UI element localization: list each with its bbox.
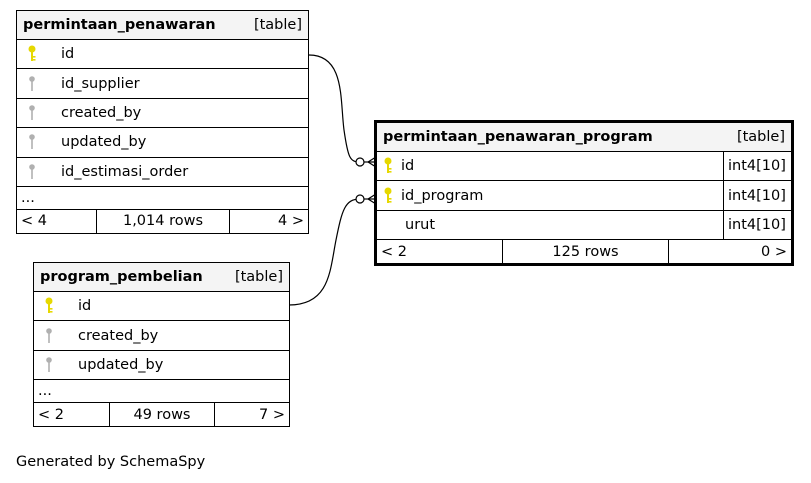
key-icon [46, 327, 52, 343]
key-icon [29, 134, 35, 150]
column-row[interactable]: id_supplier [17, 69, 308, 99]
children-count[interactable]: 7 > [259, 406, 285, 423]
column-name: updated_by [78, 356, 164, 373]
column-name: id [61, 46, 75, 63]
key-icon [29, 163, 35, 179]
children-count[interactable]: 4 > [278, 213, 304, 230]
row-count: 49 rows [110, 403, 215, 427]
column-name: id_supplier [61, 75, 140, 92]
column-row[interactable]: id_estimasi_order [17, 158, 308, 187]
column-name: urut [405, 216, 436, 233]
column-row[interactable]: id int4[10] [377, 152, 791, 182]
column-row[interactable]: id [34, 292, 289, 322]
key-icon [384, 157, 392, 174]
table-header: permintaan_penawaran_program [table] [377, 123, 791, 152]
table-name: permintaan_penawaran_program [383, 129, 653, 145]
column-name: id_estimasi_order [61, 163, 189, 180]
row-count: 125 rows [503, 240, 669, 264]
table-header: permintaan_penawaran [table] [17, 11, 308, 40]
column-row[interactable]: updated_by [17, 128, 308, 158]
table-footer: < 2 125 rows 0 > [377, 240, 791, 264]
children-count[interactable]: 0 > [761, 243, 787, 260]
column-type: int4[10] [723, 152, 791, 181]
table-footer: < 2 49 rows 7 > [34, 403, 289, 427]
table-header: program_pembelian [table] [34, 263, 289, 292]
key-icon [384, 187, 392, 203]
column-name: created_by [78, 327, 159, 344]
column-row[interactable]: updated_by [34, 351, 289, 381]
column-name: created_by [61, 104, 142, 121]
key-icon [45, 297, 53, 314]
generated-by-text: Generated by SchemaSpy [16, 454, 206, 470]
column-type: int4[10] [723, 181, 791, 210]
crow-foot-1 [355, 156, 377, 168]
column-name: id [401, 158, 415, 175]
table-tag: [table] [253, 17, 302, 33]
column-name: id [78, 298, 92, 315]
parents-count[interactable]: < 4 [17, 209, 97, 233]
relation-line-penawaran-id [308, 54, 361, 163]
column-row[interactable]: urut int4[10] [377, 210, 791, 241]
column-name: updated_by [61, 134, 147, 151]
key-icon [28, 45, 36, 62]
parents-count[interactable]: < 2 [34, 403, 110, 427]
table-permintaan-penawaran-program[interactable]: permintaan_penawaran_program [table] id … [374, 120, 794, 267]
column-row[interactable]: id_program int4[10] [377, 181, 791, 211]
column-row[interactable]: created_by [17, 99, 308, 129]
table-program-pembelian[interactable]: program_pembelian [table] id created_by … [33, 262, 290, 428]
more-columns: ... [17, 187, 308, 210]
table-tag: [table] [736, 129, 785, 145]
table-name: permintaan_penawaran [23, 17, 216, 33]
parents-count[interactable]: < 2 [377, 240, 503, 264]
column-row[interactable]: id [17, 40, 308, 70]
key-icon [29, 105, 35, 120]
row-count: 1,014 rows [97, 209, 230, 233]
crow-foot-2 [355, 193, 377, 205]
column-name: id_program [401, 187, 484, 204]
column-type: int4[10] [723, 210, 791, 240]
table-footer: < 4 1,014 rows 4 > [17, 209, 308, 233]
table-permintaan-penawaran[interactable]: permintaan_penawaran [table] id id_suppl… [16, 10, 309, 234]
more-columns: ... [34, 380, 289, 404]
key-icon [46, 357, 52, 372]
key-icon [29, 75, 35, 91]
table-name: program_pembelian [40, 269, 203, 285]
column-row[interactable]: created_by [34, 321, 289, 351]
relation-line-program-id [288, 198, 361, 306]
table-tag: [table] [234, 269, 283, 285]
